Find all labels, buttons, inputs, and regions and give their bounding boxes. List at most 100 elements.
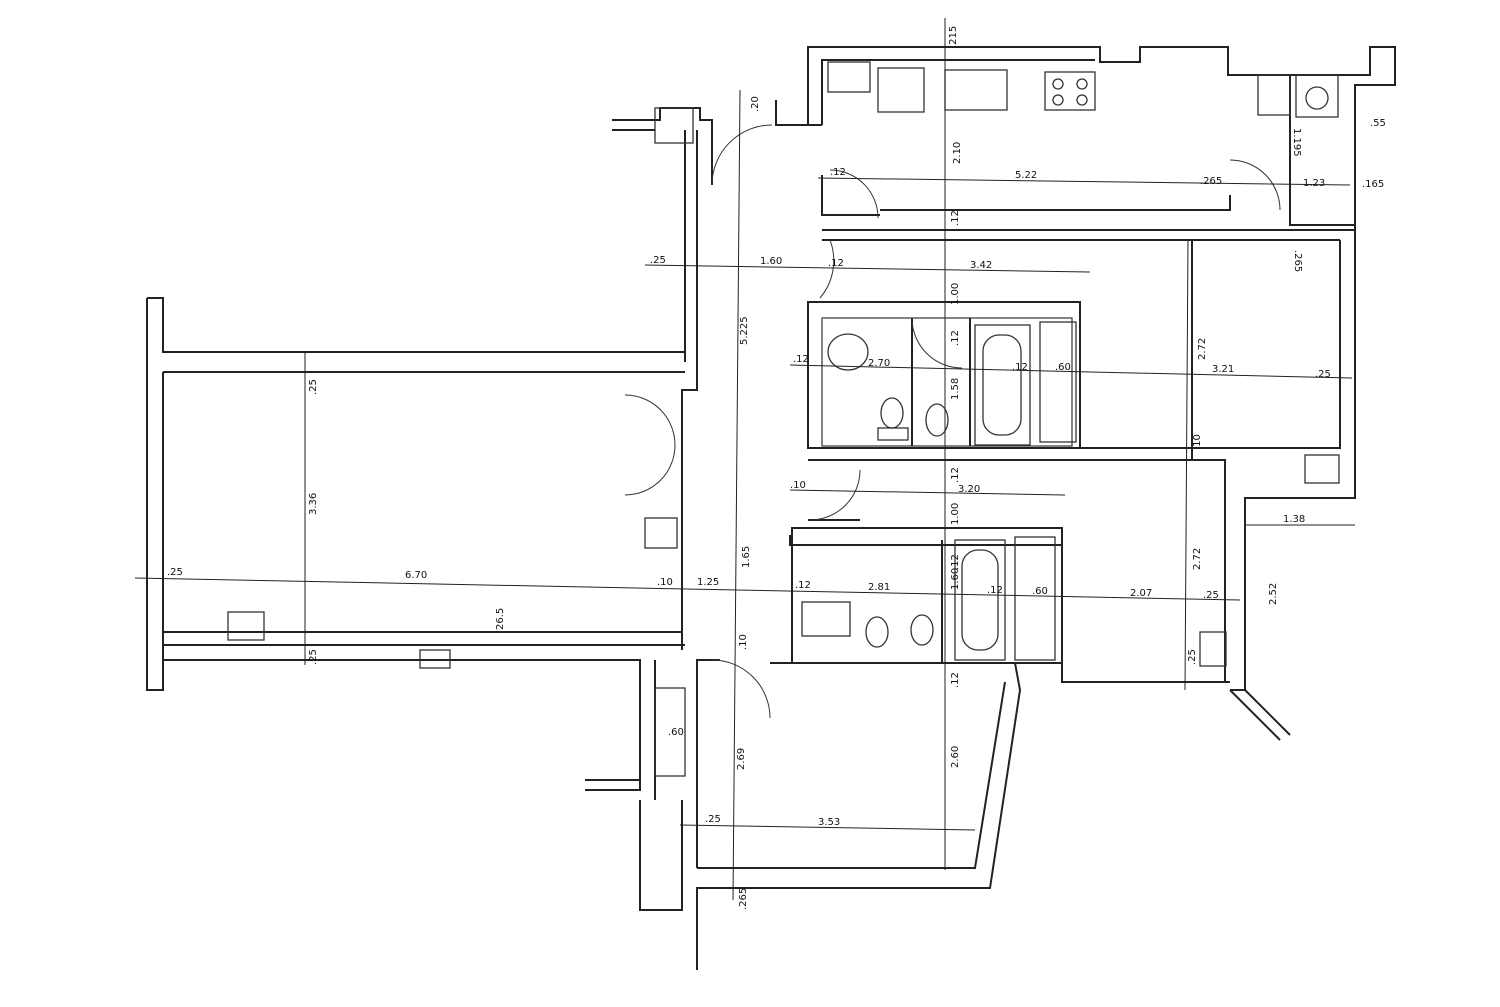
bidet-2-icon: [865, 616, 889, 648]
dim-label: .25: [308, 379, 319, 395]
dim-label: 1.00: [950, 283, 961, 305]
stove-icon: [1044, 71, 1096, 111]
washer-drum-icon: [1305, 86, 1329, 110]
laundry-sink-icon: [1257, 74, 1291, 116]
door-living: [624, 394, 676, 446]
closet-icon: [1039, 321, 1077, 443]
toilet-icon: [880, 397, 904, 429]
wall-corridor-left: [681, 130, 698, 650]
tub-icon: [974, 324, 1031, 446]
dimension-labels: .215 .20 2.10 1.195 .55 .12 5.22 .265 1.…: [167, 26, 1386, 910]
dim-label: 1.00: [950, 503, 961, 525]
door-bedroom-1: [819, 239, 835, 299]
dim-label: 2.72: [1197, 338, 1208, 360]
fridge-icon: [877, 67, 925, 113]
toilet-2-icon: [910, 614, 934, 646]
dim-label: 3.21: [1212, 364, 1234, 375]
dim-label: .12: [793, 354, 809, 365]
dim-label: .215: [948, 26, 959, 48]
dim-line-kitchen: [817, 177, 1351, 186]
wall-bedroom-2-left: [696, 659, 720, 868]
burner-icon: [1076, 78, 1088, 90]
wall-entry-right: [775, 100, 822, 126]
burner-icon: [1052, 78, 1064, 90]
door-bath-1: [911, 317, 963, 369]
dim-label: .25: [1315, 369, 1331, 380]
dim-label: 1.195: [1291, 128, 1302, 157]
tub-inner-icon: [982, 334, 1022, 436]
dim-label: .25: [650, 255, 666, 266]
wall-living-bottom-outer: [163, 659, 641, 791]
dim-label: 6.70: [405, 570, 427, 581]
basin-2-icon: [801, 601, 851, 637]
dim-label: 2.07: [1130, 588, 1152, 599]
dimension-lines: [134, 18, 1355, 901]
kitchen-sink-icon: [944, 69, 1008, 111]
dim-label: .25: [705, 814, 721, 825]
dim-label: .12: [950, 672, 961, 688]
wall-lower-right: [1229, 689, 1281, 741]
washer-icon: [1295, 74, 1339, 118]
dim-line-row-6: [679, 824, 976, 831]
closet-3-icon: [654, 687, 686, 777]
tub-2-inner-icon: [961, 549, 999, 651]
dim-label: 1.58: [950, 378, 961, 400]
dim-label: .12: [950, 210, 961, 226]
wall-bathroom-1-inner: [821, 317, 1073, 447]
dim-label: 2.72: [1192, 548, 1203, 570]
dim-label: .12: [950, 330, 961, 346]
window-unit-icon: [419, 649, 451, 669]
dim-label: .12: [950, 554, 961, 570]
tub-2-icon: [954, 539, 1006, 661]
wall-bottom-left: [639, 800, 683, 911]
dim-label: 2.60: [950, 746, 961, 768]
wall-bedroom-1-outer: [1230, 230, 1356, 691]
door-living-2: [624, 444, 676, 496]
dim-label: .265: [1292, 250, 1303, 272]
wall-kitchen-bottom: [880, 195, 1231, 211]
dim-label: .25: [1187, 649, 1198, 665]
dim-label: .55: [1370, 118, 1386, 129]
dim-label: 1.25: [697, 577, 719, 588]
dim-label: 26.5: [495, 608, 506, 630]
door-bedroom-3: [711, 659, 771, 719]
wall-lower-right-2: [1244, 689, 1291, 736]
fixtures: [227, 61, 1340, 777]
wall-bathroom-1: [807, 301, 1081, 449]
wall-corridor-right: [821, 175, 880, 216]
dim-label: .60: [668, 727, 684, 738]
wall-bedroom-2: [770, 662, 1230, 683]
dim-line-vertical-right: [1184, 239, 1189, 691]
dim-label: .12: [950, 467, 961, 483]
dim-label: .265: [1200, 176, 1222, 187]
closet-2-icon: [1014, 536, 1056, 661]
dim-label: 2.10: [952, 142, 963, 164]
dim-label: .12: [1012, 362, 1028, 373]
dim-line-row-5: [134, 577, 1241, 601]
dim-label: .20: [750, 96, 761, 112]
dim-label: 1.65: [741, 546, 752, 568]
radiator-3-icon: [1304, 454, 1340, 484]
toilet-tank-icon: [877, 427, 909, 441]
wall-bedroom-2-outer: [696, 662, 1022, 970]
dim-label: 3.42: [970, 260, 992, 271]
dim-label: .25: [167, 567, 183, 578]
door-kitchen: [829, 169, 879, 219]
dim-label: 1.23: [1303, 178, 1325, 189]
dim-label: .60: [1032, 586, 1048, 597]
dim-label: 2.70: [868, 358, 890, 369]
wall-living-top: [147, 297, 685, 353]
door-bedroom-2: [809, 469, 861, 521]
dim-label: .12: [987, 585, 1003, 596]
dim-label: 1.60: [950, 568, 961, 590]
burner-icon: [1052, 94, 1064, 106]
door-entry: [711, 124, 773, 186]
wall-middle: [808, 459, 1226, 682]
dim-label: .10: [790, 480, 806, 491]
dim-line-row-3: [789, 364, 1353, 379]
dim-line-vertical-corridor: [732, 89, 741, 901]
dim-label: .12: [828, 258, 844, 269]
dim-label: .25: [1203, 590, 1219, 601]
burner-icon: [1076, 94, 1088, 106]
